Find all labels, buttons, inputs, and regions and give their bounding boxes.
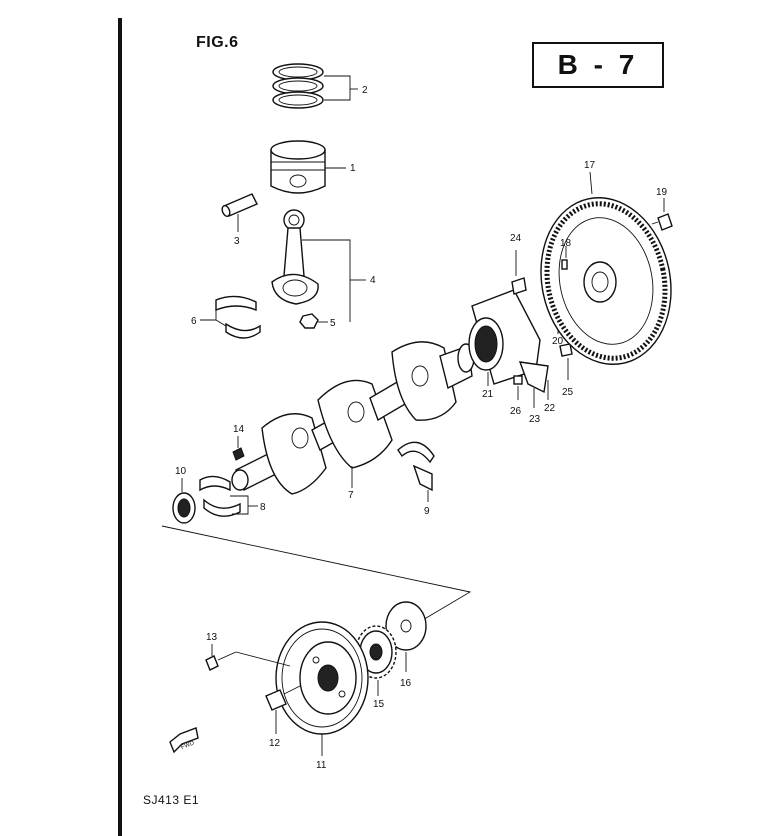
callout-16: 16 xyxy=(400,678,412,689)
callout-13: 13 xyxy=(206,632,218,643)
callout-25: 25 xyxy=(562,387,574,398)
callout-2: 2 xyxy=(362,85,368,96)
pulley-center-bolt xyxy=(265,685,301,734)
callout-26: 26 xyxy=(510,406,522,417)
fwd-label: FWD xyxy=(180,740,196,751)
piston xyxy=(270,140,326,194)
callout-24: 24 xyxy=(510,233,522,244)
callout-11: 11 xyxy=(316,760,327,771)
crank-pulley xyxy=(275,621,369,735)
callout-8: 8 xyxy=(260,502,266,513)
callout-7: 7 xyxy=(348,490,354,501)
callout-14: 14 xyxy=(233,424,245,435)
callout-3: 3 xyxy=(234,236,240,247)
housing-bolt xyxy=(511,250,527,295)
callout-10: 10 xyxy=(175,466,187,477)
connecting-rod xyxy=(271,209,319,305)
pulley-small-bolt xyxy=(205,644,291,671)
binding-edge-line xyxy=(118,18,122,836)
flywheel xyxy=(540,197,672,365)
model-code: SJ413 E1 xyxy=(143,793,200,807)
callout-12: 12 xyxy=(269,738,281,749)
figure-title: FIG.6 xyxy=(196,34,239,51)
piston-rings xyxy=(272,63,324,109)
thrust-bearings xyxy=(199,475,241,517)
callout-22: 22 xyxy=(544,403,556,414)
explode-leader-line xyxy=(161,525,472,625)
callout-15: 15 xyxy=(373,699,385,710)
piston-pin xyxy=(221,193,258,217)
rod-bearings xyxy=(215,295,261,339)
flywheel-mount-bolt xyxy=(651,198,673,231)
callout-1: 1 xyxy=(350,163,356,174)
crank-key xyxy=(232,447,245,461)
front-oil-seal xyxy=(172,492,196,524)
callout-23: 23 xyxy=(529,414,541,425)
rear-seal-housing xyxy=(468,289,549,394)
dowel-pin xyxy=(513,375,523,385)
callout-9: 9 xyxy=(424,506,430,517)
callout-19: 19 xyxy=(656,187,668,198)
callout-5: 5 xyxy=(330,318,336,329)
section-code-box: B - 7 xyxy=(532,42,664,88)
main-bearing xyxy=(397,441,435,492)
callout-21: 21 xyxy=(482,389,494,400)
rod-nut xyxy=(299,313,319,329)
callout-4: 4 xyxy=(370,275,376,286)
forward-direction-arrow xyxy=(169,727,199,754)
crankshaft xyxy=(231,341,475,495)
flywheel-dowel xyxy=(561,259,568,270)
callout-20: 20 xyxy=(552,336,564,347)
callout-17: 17 xyxy=(584,160,596,171)
callout-18: 18 xyxy=(560,238,572,249)
pulley-washer xyxy=(385,601,427,651)
callout-6: 6 xyxy=(191,316,197,327)
